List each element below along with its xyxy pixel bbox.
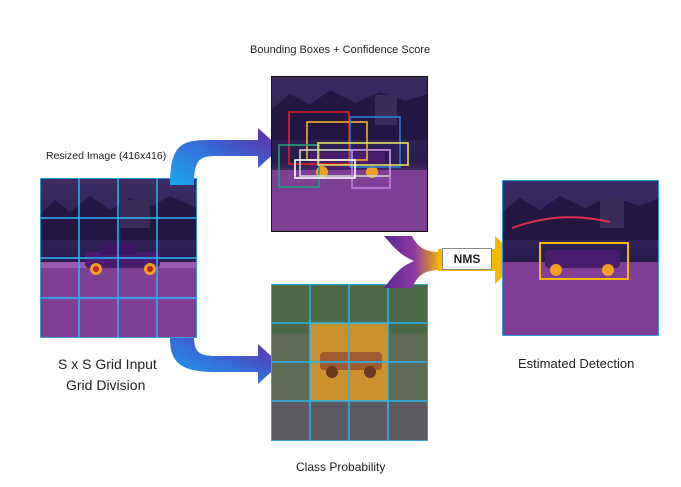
class-probability-label: Class Probability [296, 460, 386, 474]
curved-arrow-right-icon [170, 338, 280, 384]
estimated-detection-image [502, 180, 659, 336]
grid-input-label: S x S Grid Input [58, 356, 157, 372]
bounding-boxes-image [271, 76, 428, 232]
bounding-boxes [278, 111, 409, 189]
input-image [40, 178, 197, 338]
resized-image-label: Resized Image (416x416) [46, 150, 167, 162]
merge-arrow-icon [384, 236, 440, 288]
input-grid [40, 178, 197, 338]
grid-division-label: Grid Division [66, 377, 146, 393]
estimated-detection-label: Estimated Detection [518, 356, 635, 371]
car-shape [85, 243, 160, 275]
bounding-boxes-title: Bounding Boxes + Confidence Score [250, 44, 431, 56]
detection-box [539, 242, 629, 280]
curved-arrow-right-icon [170, 128, 280, 185]
class-grid [271, 284, 428, 441]
nms-label: NMS [442, 248, 492, 270]
class-probability-image [271, 284, 428, 441]
